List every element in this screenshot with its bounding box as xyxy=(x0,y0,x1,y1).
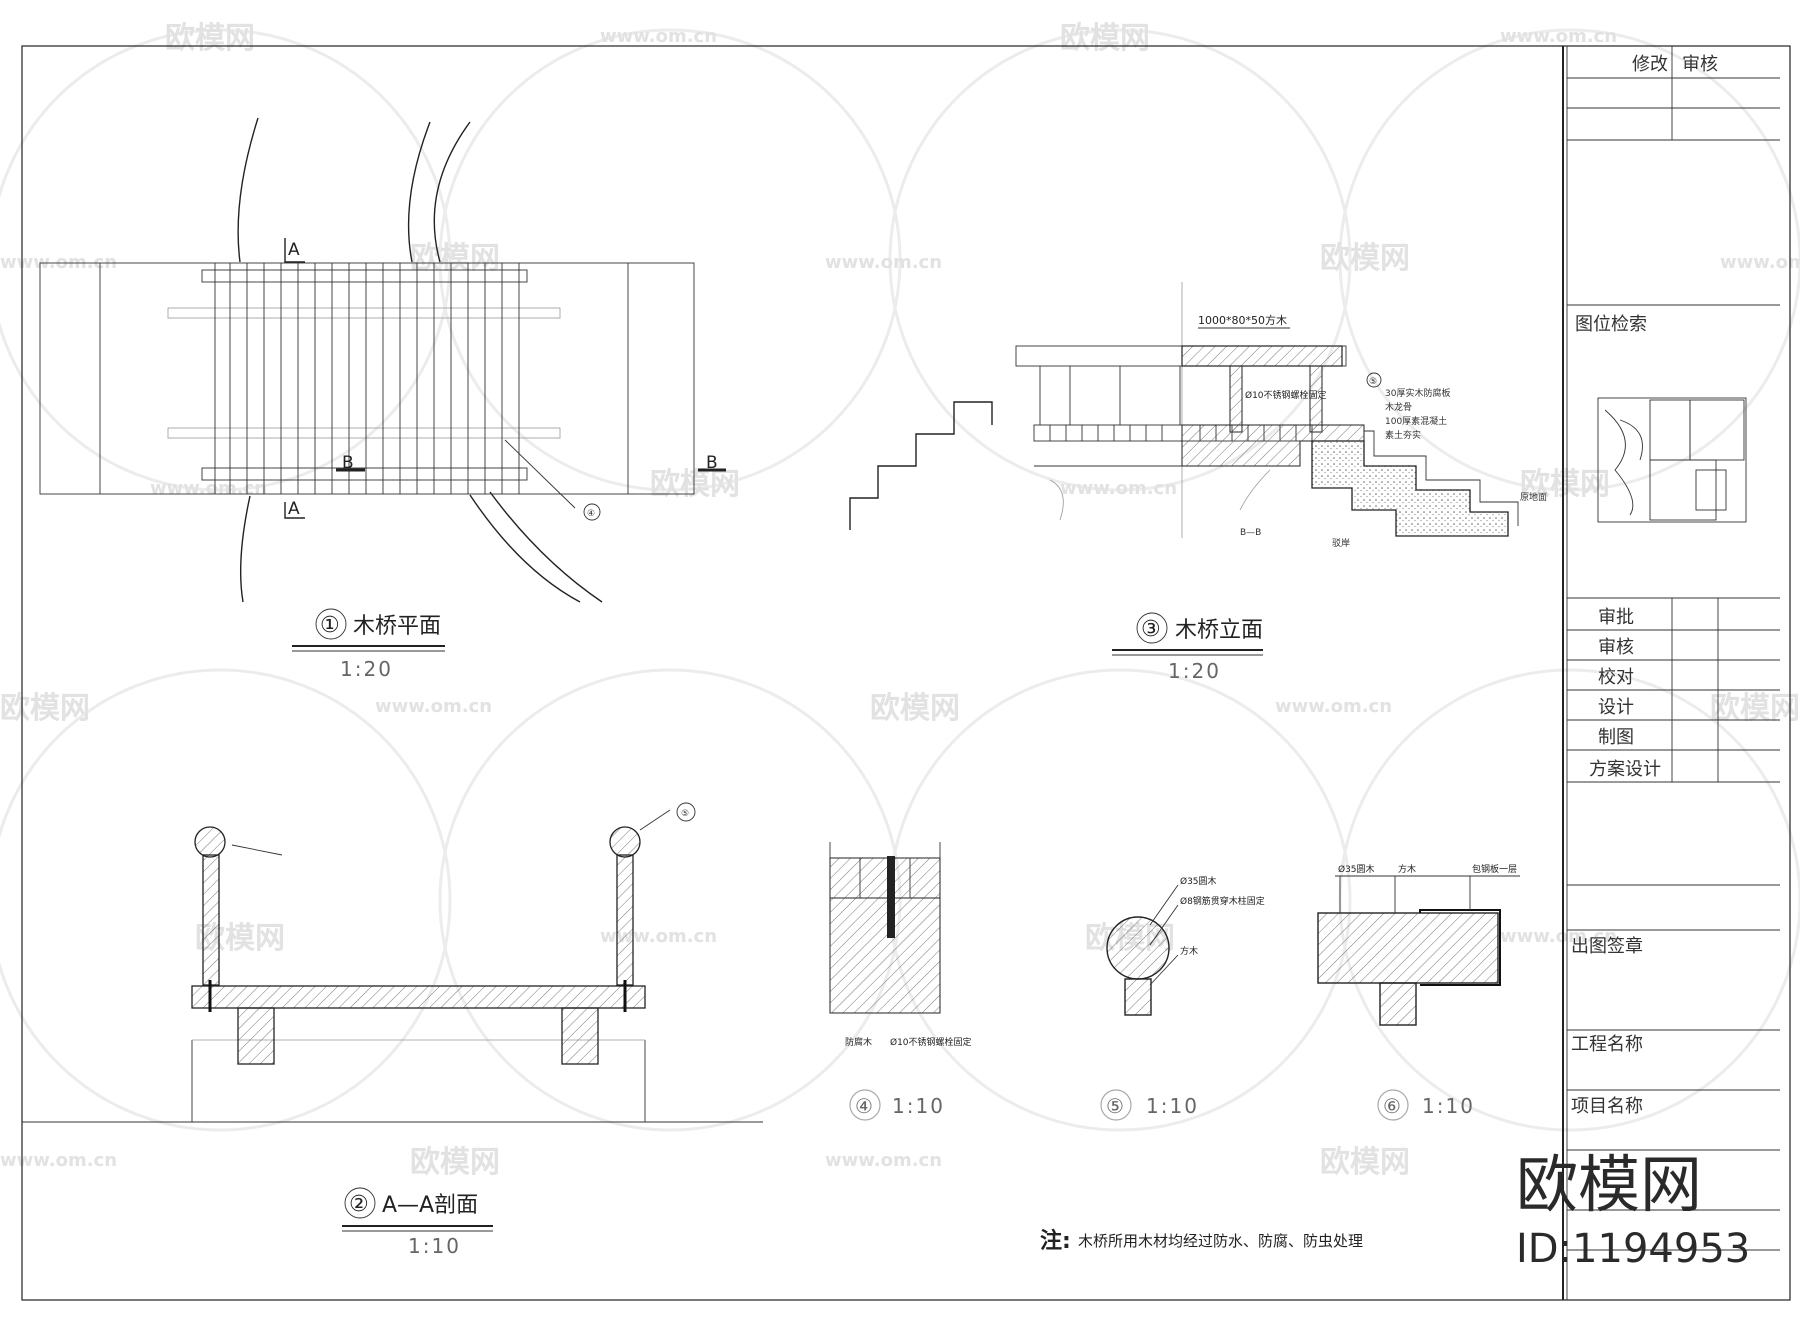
elev-note-rail: Ø10不锈钢螺栓固定 xyxy=(1245,389,1327,401)
elev-view-title: 木桥立面 xyxy=(1175,618,1263,643)
tb-review: 审核 xyxy=(1682,54,1718,75)
watermark-brand: 欧模网 xyxy=(1710,691,1800,726)
watermark-url: www.om.cn xyxy=(150,478,267,499)
view-number-circle xyxy=(344,1187,376,1219)
tb-index: 图位检索 xyxy=(1575,314,1647,335)
watermark-brand: 欧模网 xyxy=(0,691,90,726)
watermark-brand-group: 欧模网 欧模网 欧模网 欧模网 欧模网 欧模网 欧模网 欧模网 欧模网 欧模网 … xyxy=(0,21,1800,1180)
note-prefix: 注: xyxy=(1040,1228,1071,1254)
elev-note: 原地面 xyxy=(1520,491,1547,503)
d6-number: ⑥ xyxy=(1383,1094,1403,1118)
elev-note: 100厚素混凝土 xyxy=(1385,415,1447,427)
brand-logo-text: 欧模网 xyxy=(1516,1148,1702,1221)
d6-note: 包钢板一层 xyxy=(1472,863,1517,875)
watermark-url: www.om.cn xyxy=(825,1150,942,1171)
watermark-brand: 欧模网 xyxy=(1320,241,1410,276)
watermark-url: www.om.cn xyxy=(825,252,942,273)
detail-5: Ø35圆木 Ø8钢筋贯穿木柱固定 方木 xyxy=(1106,875,1265,1016)
tb-revise: 修改 xyxy=(1632,54,1668,75)
view-number-circle xyxy=(1136,612,1168,644)
d4-note: Ø10不锈钢螺栓固定 xyxy=(890,1036,972,1048)
d4-number: ④ xyxy=(855,1094,875,1118)
title-block: 修改 审核 图位检索 审批 审核 校对 设计 制图 方案设计 出图签章 工程名称… xyxy=(1562,46,1780,1300)
plan-view-scale: 1:20 xyxy=(340,657,393,681)
d4-note: 防腐木 xyxy=(845,1036,872,1048)
view-number-circle xyxy=(315,608,347,640)
watermark-url: www.om.cn xyxy=(1500,26,1617,47)
watermark-brand: 欧模网 xyxy=(410,241,500,276)
section-mark-a: A xyxy=(288,499,300,519)
watermark-url-group: www.om.cn www.om.cn www.om.cn www.om.cn … xyxy=(0,26,1800,1171)
bridge-plan-view: A A B B ④ xyxy=(39,117,726,603)
watermark-url: www.om.cn xyxy=(375,696,492,717)
tb-project: 工程名称 xyxy=(1571,1034,1643,1055)
watermark-url: www.om.cn xyxy=(0,252,117,273)
sect-view-title: A—A剖面 xyxy=(382,1193,478,1218)
elev-note: 驳岸 xyxy=(1332,538,1350,549)
tb-role: 方案设计 xyxy=(1589,759,1661,780)
tb-role: 校对 xyxy=(1598,667,1634,688)
bridge-elevation-view: 1000*80*50方木 Ø10不锈钢螺栓固定 ⑤ 30厚实木防腐板 木龙骨 1… xyxy=(849,282,1547,549)
plan-callout: ④ xyxy=(587,509,595,519)
elev-note: 30厚实木防腐板 xyxy=(1385,387,1450,399)
tb-role: 审批 xyxy=(1598,607,1634,628)
note-text: 木桥所用木材均经过防水、防腐、防虫处理 xyxy=(1078,1232,1363,1250)
watermark-url: www.om.cn xyxy=(1060,478,1177,499)
sect-view-scale: 1:10 xyxy=(408,1234,461,1258)
key-plan-thumbnail xyxy=(1597,397,1747,523)
tb-seal: 出图签章 xyxy=(1571,936,1643,957)
elev-note-top: 1000*80*50方木 xyxy=(1198,313,1287,327)
d5-note: Ø35圆木 xyxy=(1180,875,1217,887)
watermark-brand: 欧模网 xyxy=(1320,1145,1410,1180)
watermark-brand: 欧模网 xyxy=(650,467,740,502)
sect-view-number: ② xyxy=(349,1192,369,1217)
sect-callout: ⑤ xyxy=(681,809,689,819)
section-mark-a: A xyxy=(288,240,300,260)
sheet-border xyxy=(21,45,1791,1301)
detail-4: 防腐木 Ø10不锈钢螺栓固定 xyxy=(829,842,972,1048)
watermark-brand: 欧模网 xyxy=(1060,21,1150,56)
d6-note: Ø35圆木 xyxy=(1338,863,1375,875)
section-mark-b: B xyxy=(342,453,354,473)
watermark-url: www.om.cn xyxy=(1275,696,1392,717)
d4-scale: 1:10 xyxy=(892,1094,945,1118)
tb-role: 审核 xyxy=(1598,637,1634,658)
d5-note: 方木 xyxy=(1180,945,1198,957)
watermark-brand: 欧模网 xyxy=(410,1145,500,1180)
watermark-brand: 欧模网 xyxy=(1520,467,1610,502)
watermark-url: www.om.cn xyxy=(600,26,717,47)
elev-note: 素土夯实 xyxy=(1385,429,1421,441)
elev-callout: ⑤ xyxy=(1369,377,1377,387)
elev-note: B—B xyxy=(1240,528,1261,538)
d5-scale: 1:10 xyxy=(1146,1094,1199,1118)
d5-number: ⑤ xyxy=(1106,1094,1126,1118)
watermark-url: www.om.cn xyxy=(0,1150,117,1171)
watermark-url: www.om.cn xyxy=(1500,926,1617,947)
tb-role: 制图 xyxy=(1598,727,1634,748)
elev-note: 木龙骨 xyxy=(1385,401,1412,413)
d6-scale: 1:10 xyxy=(1422,1094,1475,1118)
plan-view-title: 木桥平面 xyxy=(353,614,441,639)
elev-view-scale: 1:20 xyxy=(1168,659,1221,683)
d6-note: 方木 xyxy=(1398,863,1416,875)
brand-id-text: ID:1194953 xyxy=(1516,1226,1750,1272)
elev-view-number: ③ xyxy=(1141,617,1161,642)
section-mark-b: B xyxy=(706,453,718,473)
tb-role: 设计 xyxy=(1598,697,1634,718)
tb-item: 项目名称 xyxy=(1571,1096,1643,1117)
bridge-section-view: ⑤ xyxy=(191,802,696,1122)
watermark-brand: 欧模网 xyxy=(165,21,255,56)
watermark-brand: 欧模网 xyxy=(870,691,960,726)
d5-note: Ø8钢筋贯穿木柱固定 xyxy=(1180,895,1265,907)
plan-view-number: ① xyxy=(320,613,340,638)
detail-6: Ø35圆木 方木 包钢板一层 xyxy=(1317,863,1520,1026)
watermark-url: www.om.cn xyxy=(1720,252,1800,273)
